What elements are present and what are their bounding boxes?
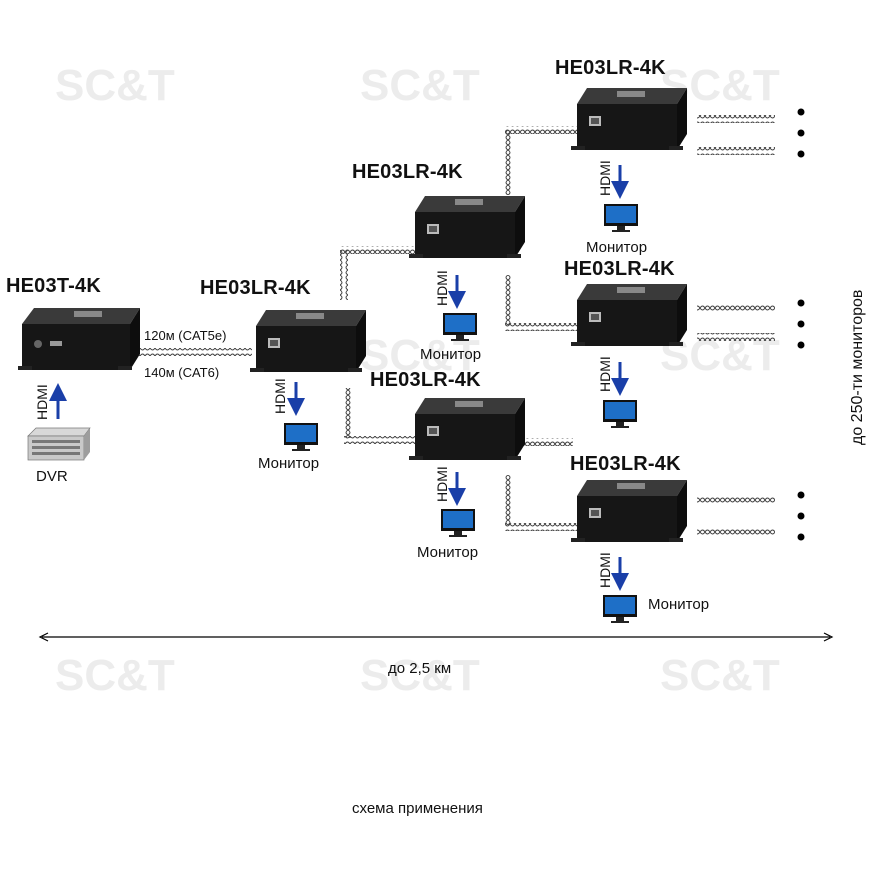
watermark: SC&T	[55, 61, 175, 110]
cables	[130, 115, 775, 535]
cable-r4-out-2	[697, 147, 775, 155]
monitor-label: Монитор	[648, 596, 710, 613]
monitor-icon	[604, 204, 638, 232]
hdmi-label: HDMI	[597, 356, 613, 392]
monitor-label: Монитор	[586, 239, 648, 256]
hdmi-label: HDMI	[272, 378, 288, 414]
caption: схема применения	[352, 800, 483, 817]
watermark: SC&T	[360, 61, 480, 110]
watermark: SC&T	[55, 651, 175, 700]
cable-r5-out-2	[697, 333, 775, 341]
receiver-device-6	[571, 480, 687, 542]
cable-r2-down	[505, 275, 513, 325]
watermark: SC&T	[660, 651, 780, 700]
receiver-device-3	[409, 398, 525, 460]
distance-line	[38, 632, 834, 642]
monitor-label: Монитор	[417, 544, 479, 561]
receiver-title-6: HE03LR-4K	[570, 453, 681, 475]
receiver-title-3: HE03LR-4K	[370, 369, 481, 391]
dvr-label: DVR	[36, 468, 68, 485]
cable-r4-out-1	[697, 115, 775, 123]
receiver-device-5	[571, 284, 687, 346]
receiver-title-1: HE03LR-4K	[200, 277, 311, 299]
receiver-device-4	[571, 88, 687, 150]
cable-r1-up	[340, 250, 348, 300]
cable-r2-up	[505, 130, 513, 195]
cable-cat5e-label: 120м (CAT5e)	[144, 328, 227, 343]
cable-r6-out-2	[697, 527, 775, 535]
transmitter-device	[18, 308, 140, 370]
monitor-label: Монитор	[258, 455, 320, 472]
dvr-icon	[27, 427, 91, 461]
distance-label: до 2,5 км	[388, 660, 452, 677]
monitor-icon	[284, 423, 318, 451]
receiver-title-2: HE03LR-4K	[352, 161, 463, 183]
monitor-icon	[603, 595, 637, 623]
cable-tx-r1	[130, 348, 252, 356]
cable-r5-out-1	[697, 303, 775, 311]
hdmi-label: HDMI	[34, 384, 50, 420]
monitor-label: Монитор	[420, 346, 482, 363]
hdmi-arrows	[49, 165, 629, 591]
cable-r1-down	[344, 388, 352, 438]
receiver-device-2	[409, 196, 525, 258]
hdmi-label: HDMI	[597, 552, 613, 588]
monitor-icon	[441, 509, 475, 537]
hdmi-label: HDMI	[597, 160, 613, 196]
hdmi-label: HDMI	[434, 270, 450, 306]
cable-r3-r6	[505, 523, 577, 531]
cable-r1-r2	[340, 246, 415, 254]
cable-r3-out	[505, 438, 573, 446]
cable-r2-r4	[505, 126, 577, 134]
hdmi-label: HDMI	[434, 466, 450, 502]
cable-r1-r3	[344, 436, 416, 444]
cable-r2-r5	[505, 323, 577, 331]
receiver-title-5: HE03LR-4K	[564, 258, 675, 280]
monitor-icon	[603, 400, 637, 428]
transmitter-title: HE03T-4K	[6, 275, 101, 297]
cable-cat6-label: 140м (CAT6)	[144, 365, 220, 380]
cable-r3-down	[505, 475, 513, 525]
cable-r6-out-1	[697, 495, 775, 503]
side-note: до 250-ти мониторов	[849, 289, 866, 445]
continuation-dots	[797, 108, 805, 541]
receiver-title-4: HE03LR-4K	[555, 57, 666, 79]
watermark: SC&T	[360, 651, 480, 700]
receiver-device-1	[250, 310, 366, 372]
